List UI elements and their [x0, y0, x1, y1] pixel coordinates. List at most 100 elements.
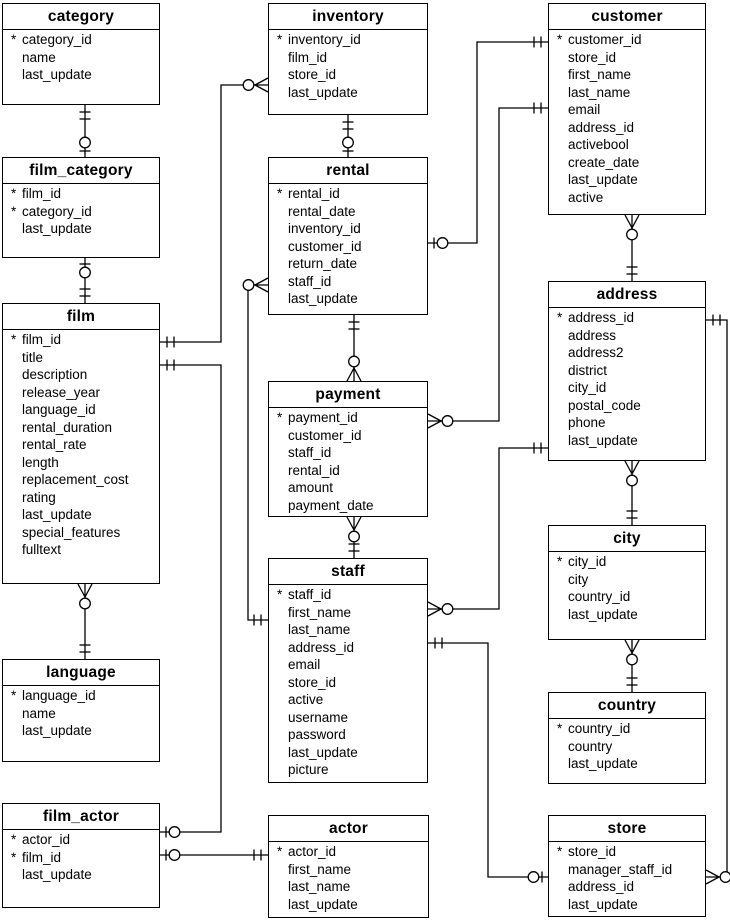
field-label: last_update: [568, 172, 638, 188]
field-row: password: [269, 726, 427, 744]
field-row: *country_id: [549, 720, 705, 738]
pk-marker: *: [11, 688, 17, 704]
pk-marker: *: [557, 32, 563, 48]
field-row: amount: [269, 479, 427, 497]
field-row: *actor_id: [3, 831, 159, 849]
field-label: category_id: [22, 32, 92, 48]
field-row: last_update: [3, 866, 159, 884]
pk-marker: *: [277, 410, 283, 426]
field-label: store_id: [568, 844, 617, 860]
field-row: manager_staff_id: [549, 861, 705, 879]
field-row: username: [269, 709, 427, 727]
field-row: name: [3, 49, 159, 67]
field-label: city_id: [568, 554, 607, 570]
field-row: customer_id: [269, 427, 427, 445]
field-label: return_date: [288, 256, 358, 272]
pk-marker: *: [277, 32, 283, 48]
field-label: inventory_id: [288, 221, 361, 237]
field-row: staff_id: [269, 273, 427, 291]
field-label: staff_id: [288, 445, 332, 461]
field-label: last_update: [568, 606, 638, 622]
field-row: *city_id: [549, 553, 705, 571]
field-label: district: [568, 362, 608, 378]
pk-marker: *: [11, 203, 17, 219]
pk-marker: *: [557, 844, 563, 860]
field-label: last_update: [288, 744, 358, 760]
field-label: city_id: [568, 380, 607, 396]
field-row: return_date: [269, 255, 427, 273]
field-label: postal_code: [568, 397, 641, 413]
relationship-rental-customer: [428, 41, 548, 244]
field-row: store_id: [269, 674, 427, 692]
field-label: rating: [22, 489, 56, 505]
field-row: last_name: [269, 621, 427, 639]
relationship-rental-staff: [247, 284, 268, 621]
field-row: last_update: [549, 432, 705, 450]
field-row: city: [549, 571, 705, 589]
field-label: email: [288, 657, 321, 673]
field-row: first_name: [549, 66, 705, 84]
field-row: last_update: [269, 84, 427, 102]
field-row: *film_id: [3, 331, 159, 349]
field-row: last_update: [3, 506, 159, 524]
field-label: email: [568, 102, 601, 118]
field-label: store_id: [568, 49, 617, 65]
pk-marker: *: [557, 310, 563, 326]
field-row: rental_date: [269, 203, 427, 221]
table-title-city: city: [549, 526, 705, 552]
field-label: actor_id: [22, 832, 71, 848]
field-label: last_update: [288, 291, 358, 307]
pk-marker: *: [277, 844, 283, 860]
field-label: active: [568, 189, 604, 205]
field-row: * payment_id: [269, 409, 427, 427]
pk-marker: *: [11, 849, 17, 865]
field-label: address: [568, 327, 617, 343]
relationship-staff-store: [428, 642, 548, 878]
field-label: phone: [568, 415, 606, 431]
field-row: rental_id: [269, 462, 427, 480]
field-label: last_update: [568, 896, 638, 912]
field-row: customer_id: [269, 238, 427, 256]
field-label: title: [22, 349, 44, 365]
field-label: manager_staff_id: [568, 861, 673, 877]
field-label: customer_id: [568, 32, 642, 48]
field-label: username: [288, 709, 349, 725]
field-label: create_date: [568, 154, 640, 170]
field-row: country: [549, 738, 705, 756]
field-label: password: [288, 727, 346, 743]
relationship-staff-address: [428, 447, 548, 610]
field-row: active: [549, 189, 705, 207]
field-row: *inventory_id: [269, 31, 427, 49]
field-row: phone: [549, 414, 705, 432]
field-row: inventory_id: [269, 220, 427, 238]
field-label: activebool: [568, 137, 629, 153]
pk-marker: *: [11, 32, 17, 48]
field-row: first_name: [269, 861, 428, 879]
field-label: staff_id: [288, 273, 332, 289]
pk-marker: *: [11, 332, 17, 348]
field-row: city_id: [549, 379, 705, 397]
field-label: category_id: [22, 203, 92, 219]
field-label: country_id: [568, 589, 631, 605]
table-title-staff: staff: [269, 559, 427, 585]
field-label: payment_id: [288, 410, 358, 426]
field-row: store_id: [549, 49, 705, 67]
field-label: first_name: [288, 604, 352, 620]
field-row: description: [3, 366, 159, 384]
field-label: customer_id: [288, 427, 362, 443]
field-label: film_id: [288, 49, 328, 65]
field-label: actor_id: [288, 844, 337, 860]
field-label: last_name: [288, 622, 351, 638]
